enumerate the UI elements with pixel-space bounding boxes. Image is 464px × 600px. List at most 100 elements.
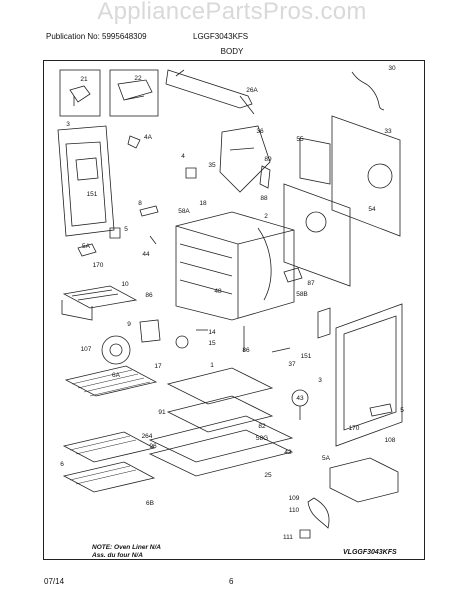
model-number: LGGF3043KFS <box>193 32 249 41</box>
callout-18: 18 <box>199 200 207 207</box>
part-108-motor <box>329 457 399 503</box>
callout-96: 96 <box>149 443 157 450</box>
callout-5: 5 <box>124 226 128 233</box>
callout-36: 36 <box>256 128 264 135</box>
callout-58g: 58G <box>256 435 268 442</box>
callout-109: 109 <box>289 495 300 502</box>
page-title: BODY <box>220 47 244 56</box>
callout-33: 33 <box>384 128 392 135</box>
callout-58b: 58B <box>296 291 308 298</box>
note-line-french: Ass. du four N/A <box>92 552 143 559</box>
diagram-code: VLGGF3043KFS <box>343 549 397 556</box>
callout-14: 14 <box>208 329 216 336</box>
callout-10: 10 <box>121 281 129 288</box>
callout-264: 264 <box>142 433 153 440</box>
part-170-bracket <box>369 403 393 417</box>
part-58a-insulation <box>257 227 272 301</box>
callout-6: 6 <box>60 461 64 468</box>
callout-21: 21 <box>80 76 88 83</box>
callout-55: 55 <box>296 136 304 143</box>
callout-8: 8 <box>138 200 142 207</box>
callout-3b: 3 <box>318 377 322 384</box>
part-5a-clip <box>77 227 121 257</box>
part-10-burner <box>62 285 138 309</box>
callout-48: 48 <box>214 288 222 295</box>
part-42-panel <box>148 415 294 463</box>
callout-111: 111 <box>283 534 293 541</box>
callout-3: 3 <box>66 121 70 128</box>
watermark: AppliancePartsPros.com <box>97 0 367 25</box>
part-9-tray <box>61 300 93 321</box>
callout-5a2: 5A <box>322 455 331 462</box>
part-111 <box>299 529 311 539</box>
callout-4a: 4A <box>144 134 153 141</box>
part-55-cover <box>299 137 331 185</box>
callout-170: 170 <box>93 262 104 269</box>
part-58g-insulation <box>166 395 274 433</box>
part-109-fan-blade <box>307 497 330 529</box>
callout-43: 43 <box>296 395 304 402</box>
part-21-box <box>59 69 101 117</box>
publication-number: Publication No: 5995648309 <box>46 32 147 41</box>
part-4 <box>185 167 197 179</box>
callout-86: 86 <box>145 292 153 299</box>
part-44 <box>149 235 157 245</box>
callout-30: 30 <box>388 65 396 72</box>
callout-37: 37 <box>288 361 296 368</box>
callout-86b: 86 <box>242 347 250 354</box>
callout-151b: 151 <box>301 353 312 360</box>
part-6-rack <box>62 431 156 463</box>
part-37 <box>271 347 291 353</box>
callout-151: 151 <box>87 191 98 198</box>
part-87 <box>283 267 303 283</box>
callout-22: 22 <box>134 75 142 82</box>
part-8 <box>139 205 159 217</box>
callout-26a: 26A <box>246 87 258 94</box>
callout-44: 44 <box>142 251 150 258</box>
callout-2: 2 <box>264 213 268 220</box>
part-22-box <box>109 69 159 117</box>
part-25-base <box>148 429 294 477</box>
callout-35: 35 <box>208 162 216 169</box>
callout-5a: 5A <box>82 243 91 250</box>
part-36-duct <box>219 125 271 193</box>
part-26a-bracket <box>165 69 253 109</box>
part-82-oven-bottom <box>166 367 274 405</box>
callout-87: 87 <box>307 280 315 287</box>
callout-88: 88 <box>260 195 268 202</box>
part-22-latch <box>117 79 153 101</box>
part-30-harness <box>351 71 385 111</box>
part-33-back-panel <box>331 115 401 237</box>
callout-82: 82 <box>258 423 266 430</box>
callout-54: 54 <box>368 206 376 213</box>
page-number: 6 <box>229 577 234 586</box>
part-6a-rack <box>64 365 158 397</box>
part-6b-rack <box>62 461 156 493</box>
diagram-frame <box>43 60 425 560</box>
part-54-rear-frame <box>283 183 351 287</box>
part-21-bracket <box>69 85 91 106</box>
callout-89: 89 <box>264 156 272 163</box>
callout-15: 15 <box>208 340 216 347</box>
callout-9: 9 <box>127 321 131 328</box>
callout-17: 17 <box>154 363 162 370</box>
part-151-latch <box>317 307 331 339</box>
callout-6a: 6A <box>112 372 121 379</box>
callout-170b: 170 <box>349 425 360 432</box>
part-89 <box>259 165 271 189</box>
part-3-side-panel <box>57 125 115 237</box>
callout-107: 107 <box>81 346 92 353</box>
callout-5b: 5 <box>400 407 404 414</box>
callout-1: 1 <box>210 362 214 369</box>
callout-25: 25 <box>264 472 272 479</box>
leader <box>239 95 255 115</box>
part-33-port <box>367 163 393 189</box>
part-2-oven-cavity <box>175 211 295 321</box>
part-15 <box>175 335 189 349</box>
oven-liner-note: NOTE: Oven Liner N/A Ass. du four N/A <box>92 544 161 560</box>
note-line-english: NOTE: Oven Liner N/A <box>92 544 161 551</box>
callout-108: 108 <box>385 437 396 444</box>
footer-date: 07/14 <box>44 577 65 586</box>
part-107-fan <box>101 335 131 365</box>
callout-42: 42 <box>284 449 292 456</box>
